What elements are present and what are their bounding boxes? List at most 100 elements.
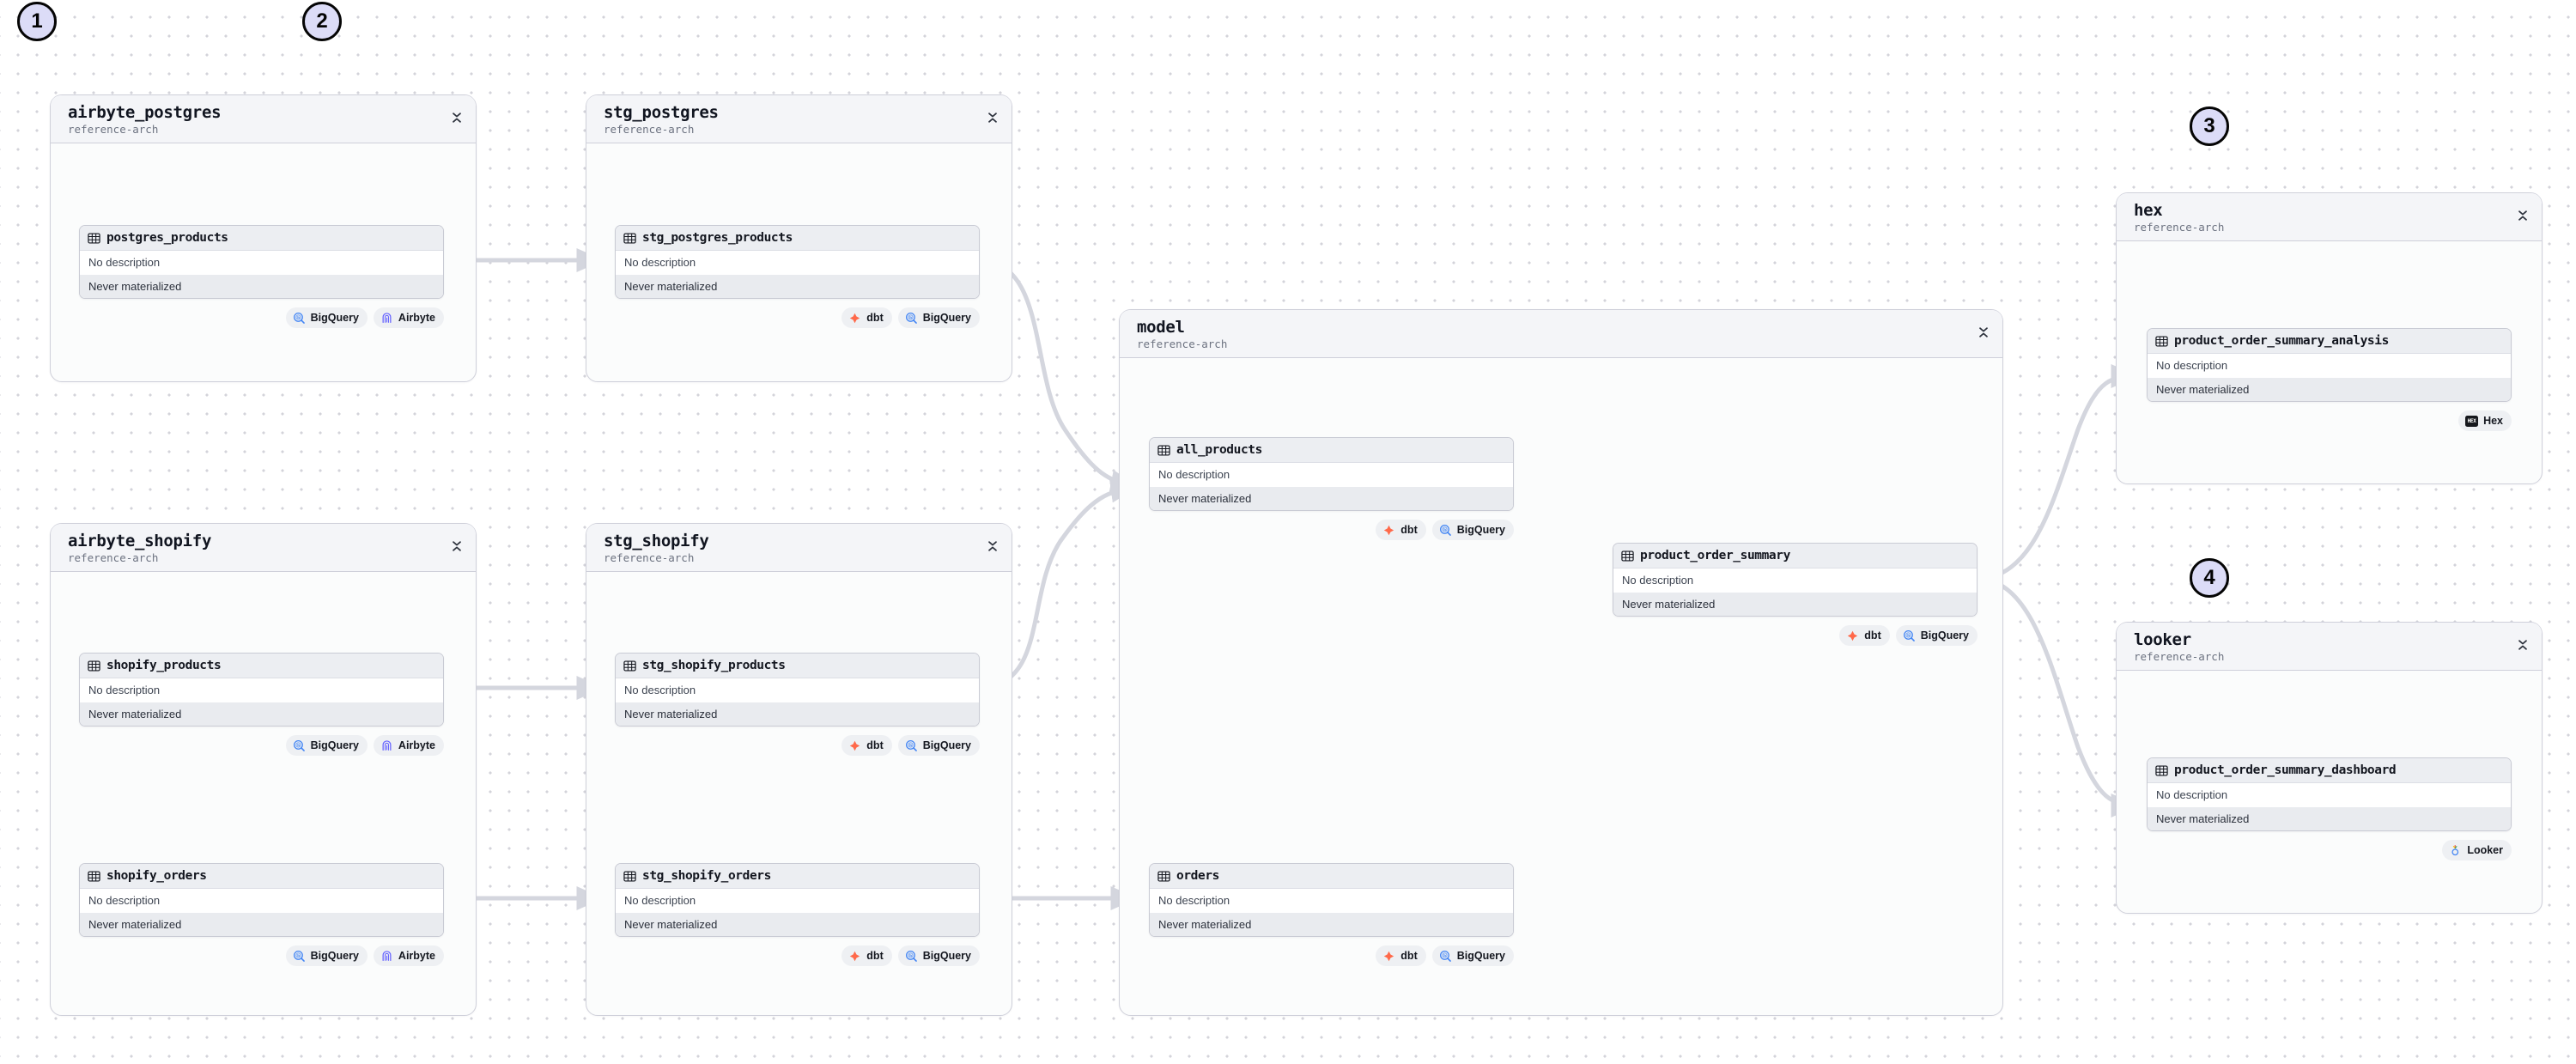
group-subtitle: reference-arch [604, 123, 695, 136]
badge-airbyte[interactable]: Airbyte [373, 735, 444, 756]
chevron-collapse-icon[interactable] [986, 538, 999, 554]
badge-airbyte[interactable]: Airbyte [373, 945, 444, 966]
chevron-collapse-icon[interactable] [1977, 325, 1990, 340]
asset-header: stg_shopify_orders [616, 864, 979, 889]
badge-bigquery[interactable]: BigQuery [897, 735, 980, 756]
table-icon [1157, 870, 1170, 882]
hex-icon: HEX [2465, 415, 2479, 427]
badge-dbt[interactable]: dbt [1376, 520, 1426, 540]
asset-materialization-status: Never materialized [1150, 913, 1513, 936]
table-icon [623, 870, 636, 882]
group-title: looker [2134, 630, 2191, 649]
badge-bigquery[interactable]: BigQuery [897, 945, 980, 966]
badge-label: BigQuery [1456, 524, 1505, 536]
group-subtitle: reference-arch [2134, 650, 2225, 663]
airbyte-icon [382, 950, 392, 961]
badge-dbt[interactable]: dbt [1839, 625, 1890, 646]
badge-bigquery[interactable]: BigQuery [285, 307, 368, 328]
badge-label: BigQuery [1920, 629, 1969, 641]
badge-bigquery[interactable]: BigQuery [1431, 945, 1514, 966]
bigquery-icon [1439, 950, 1451, 962]
asset-materialization-status: Never materialized [1150, 487, 1513, 510]
airbyte-icon [382, 312, 392, 323]
chevron-collapse-icon[interactable] [450, 538, 464, 554]
badge-label: dbt [866, 739, 884, 751]
asset-materialization-status: Never materialized [80, 913, 443, 936]
badge-label: Airbyte [398, 739, 435, 751]
asset-description: No description [1150, 463, 1513, 487]
bigquery-icon [905, 312, 917, 324]
table-icon [2155, 335, 2168, 347]
asset-name: orders [1176, 869, 1219, 883]
badge-bigquery[interactable]: BigQuery [1431, 520, 1514, 540]
badge-bigquery[interactable]: BigQuery [897, 307, 980, 328]
table-icon [88, 232, 100, 244]
badge-looker[interactable]: Looker [2442, 840, 2512, 860]
chevron-collapse-icon[interactable] [2516, 637, 2530, 653]
badge-dbt[interactable]: dbt [841, 307, 892, 328]
badge-dbt[interactable]: dbt [841, 735, 892, 756]
asset-header: orders [1150, 864, 1513, 889]
badge-dbt[interactable]: dbt [1376, 945, 1426, 966]
step-badge-4: 4 [2190, 558, 2229, 598]
badge-dbt[interactable]: dbt [841, 945, 892, 966]
badge-label: BigQuery [310, 739, 359, 751]
lineage-edge [1978, 576, 2141, 818]
badge-label: BigQuery [922, 312, 971, 324]
asset-name: stg_shopify_orders [642, 869, 771, 883]
badge-airbyte[interactable]: Airbyte [373, 307, 444, 328]
badge-bigquery[interactable]: BigQuery [285, 945, 368, 966]
integration-badges: dbt BigQuery [615, 945, 980, 966]
badge-label: BigQuery [310, 312, 359, 324]
chevron-collapse-icon[interactable] [986, 110, 999, 125]
looker-icon [2451, 844, 2459, 855]
bigquery-icon [1903, 629, 1915, 641]
group-subtitle: reference-arch [2134, 221, 2225, 234]
asset-materialization-status: Never materialized [616, 913, 979, 936]
asset-name: postgres_products [106, 231, 228, 245]
asset-header: shopify_orders [80, 864, 443, 889]
asset-materialization-status: Never materialized [80, 275, 443, 298]
badge-bigquery[interactable]: BigQuery [1895, 625, 1978, 646]
dbt-icon [850, 313, 860, 323]
dbt-icon [1384, 525, 1394, 535]
chevron-collapse-icon[interactable] [2516, 208, 2530, 223]
badge-label: BigQuery [1456, 950, 1505, 962]
group-title: hex [2134, 201, 2163, 220]
group-title: stg_postgres [604, 103, 719, 122]
step-badge-3: 3 [2190, 106, 2229, 146]
badge-label: dbt [1400, 524, 1418, 536]
table-icon [88, 660, 100, 672]
asset-name: shopify_products [106, 659, 222, 672]
bigquery-icon [293, 950, 305, 962]
badge-bigquery[interactable]: BigQuery [285, 735, 368, 756]
chevron-collapse-icon[interactable] [450, 110, 464, 125]
integration-badges: BigQuery Airbyte [79, 945, 444, 966]
table-icon [2155, 764, 2168, 776]
bigquery-icon [293, 739, 305, 751]
group-subtitle: reference-arch [1137, 337, 1228, 350]
bigquery-icon [1439, 524, 1451, 536]
